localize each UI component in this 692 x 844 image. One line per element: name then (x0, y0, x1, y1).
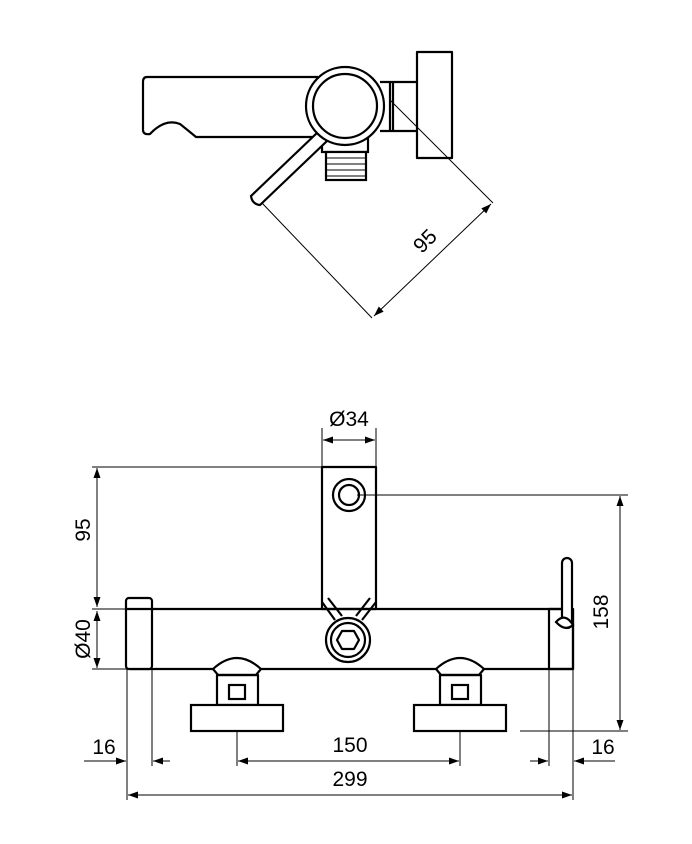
right-handle (412, 656, 508, 733)
dim-total-width-label: 299 (332, 768, 367, 791)
dim-left-cap-label: 16 (92, 736, 115, 759)
left-end-cap (124, 596, 154, 671)
dim-right-cap-label: 16 (591, 736, 614, 759)
dim-line-depth (373, 203, 492, 317)
wall-plate (415, 50, 454, 160)
left-handle (189, 656, 285, 733)
dim-depth-label: 95 (409, 225, 442, 258)
front-view: Ø34 95 Ø40 158 16 150 16 299 (72, 408, 628, 800)
wall-connector (380, 80, 417, 133)
dim-spout-diameter-label: Ø34 (329, 408, 369, 431)
body-ring-outer (304, 65, 386, 147)
spout-side (141, 75, 318, 139)
dim-body-diameter-label: Ø40 (72, 619, 95, 659)
spout-outlet-inner (337, 483, 361, 507)
outlet-thread (324, 150, 368, 182)
diverter-knob (554, 616, 575, 629)
dim-spout-height-label: 95 (72, 518, 95, 541)
body-ring-inner (311, 72, 379, 140)
lever-handle (249, 130, 329, 207)
spout-joint (321, 597, 377, 621)
top-view: 95 (141, 50, 494, 319)
center-nut-outer (324, 616, 372, 664)
center-nut-inner (329, 621, 367, 659)
dim-total-height-label: 158 (590, 594, 613, 629)
spout-front (320, 465, 378, 611)
hex-socket (335, 629, 361, 651)
dim-center-distance-label: 150 (332, 734, 367, 757)
